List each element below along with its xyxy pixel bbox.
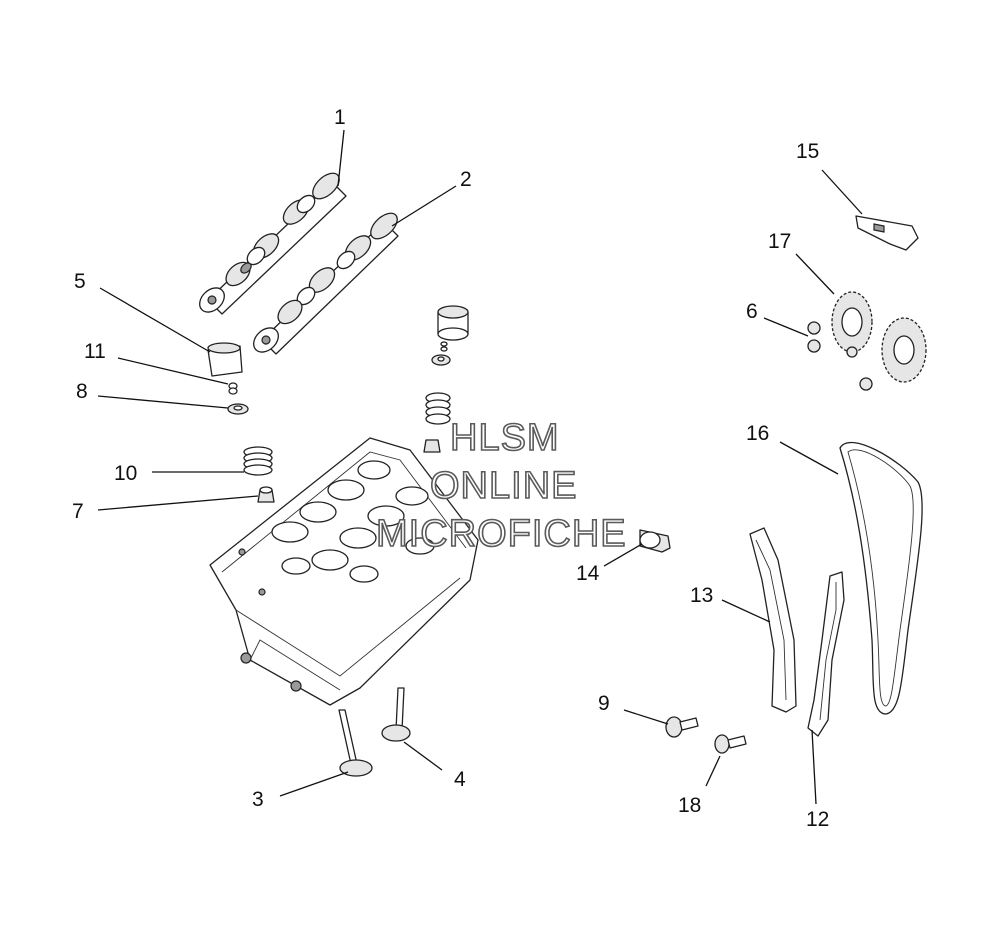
valve-3 (338, 709, 373, 777)
timing-chain-16 (839, 441, 923, 715)
callout-11: 11 (84, 340, 106, 363)
spring-right (425, 392, 451, 425)
camshaft-1 (199, 172, 347, 315)
tappet-right (437, 305, 469, 341)
callout-15: 15 (796, 140, 819, 163)
callout-12: 12 (806, 808, 829, 831)
valve-seal-7 (257, 486, 275, 503)
callout-3: 3 (252, 788, 264, 811)
watermark-line-2: ONLINE (430, 465, 577, 507)
watermark-line-3: MICROFICHE (376, 513, 627, 555)
callout-10: 10 (114, 462, 137, 485)
sprocket-bolts-6 (807, 321, 873, 391)
chain-guide-12 (807, 571, 845, 737)
leader-lines (97, 129, 863, 805)
callout-14: 14 (576, 562, 600, 585)
callout-5: 5 (74, 270, 86, 293)
tappet-5 (207, 342, 243, 377)
seal-right (423, 439, 441, 453)
callout-4: 4 (454, 768, 466, 791)
tensioner-guide-13 (749, 527, 797, 713)
cotter-right (440, 341, 448, 352)
callout-8: 8 (76, 380, 88, 403)
valve-4 (381, 687, 411, 742)
callout-16: 16 (746, 422, 769, 445)
callout-18: 18 (678, 794, 701, 817)
callout-1: 1 (334, 106, 346, 129)
camshaft-2 (253, 212, 399, 355)
spring-retainer-8 (227, 403, 249, 415)
guide-bolt-18 (714, 734, 747, 754)
chain-guide-bracket-15 (855, 215, 919, 251)
callout-2: 2 (460, 168, 472, 191)
watermark: HLSM ONLINE MICROFICHE (375, 416, 627, 556)
chain-tensioner-14 (639, 529, 671, 553)
cylinder-head (209, 437, 479, 706)
retainer-right (431, 354, 451, 366)
callout-17: 17 (768, 230, 791, 253)
callout-6: 6 (746, 300, 758, 323)
callout-7: 7 (72, 500, 84, 523)
valve-spring-10 (243, 446, 273, 476)
watermark-line-1: HLSM (450, 417, 560, 459)
callout-13: 13 (690, 584, 713, 607)
guide-bolt-9 (665, 716, 699, 738)
callout-9: 9 (598, 692, 610, 715)
valve-cotter-11 (228, 382, 238, 395)
cam-sprocket-17 (831, 291, 927, 383)
callout-labels: 1 2 3 4 5 6 7 8 9 10 11 12 13 14 15 16 1… (72, 106, 829, 831)
